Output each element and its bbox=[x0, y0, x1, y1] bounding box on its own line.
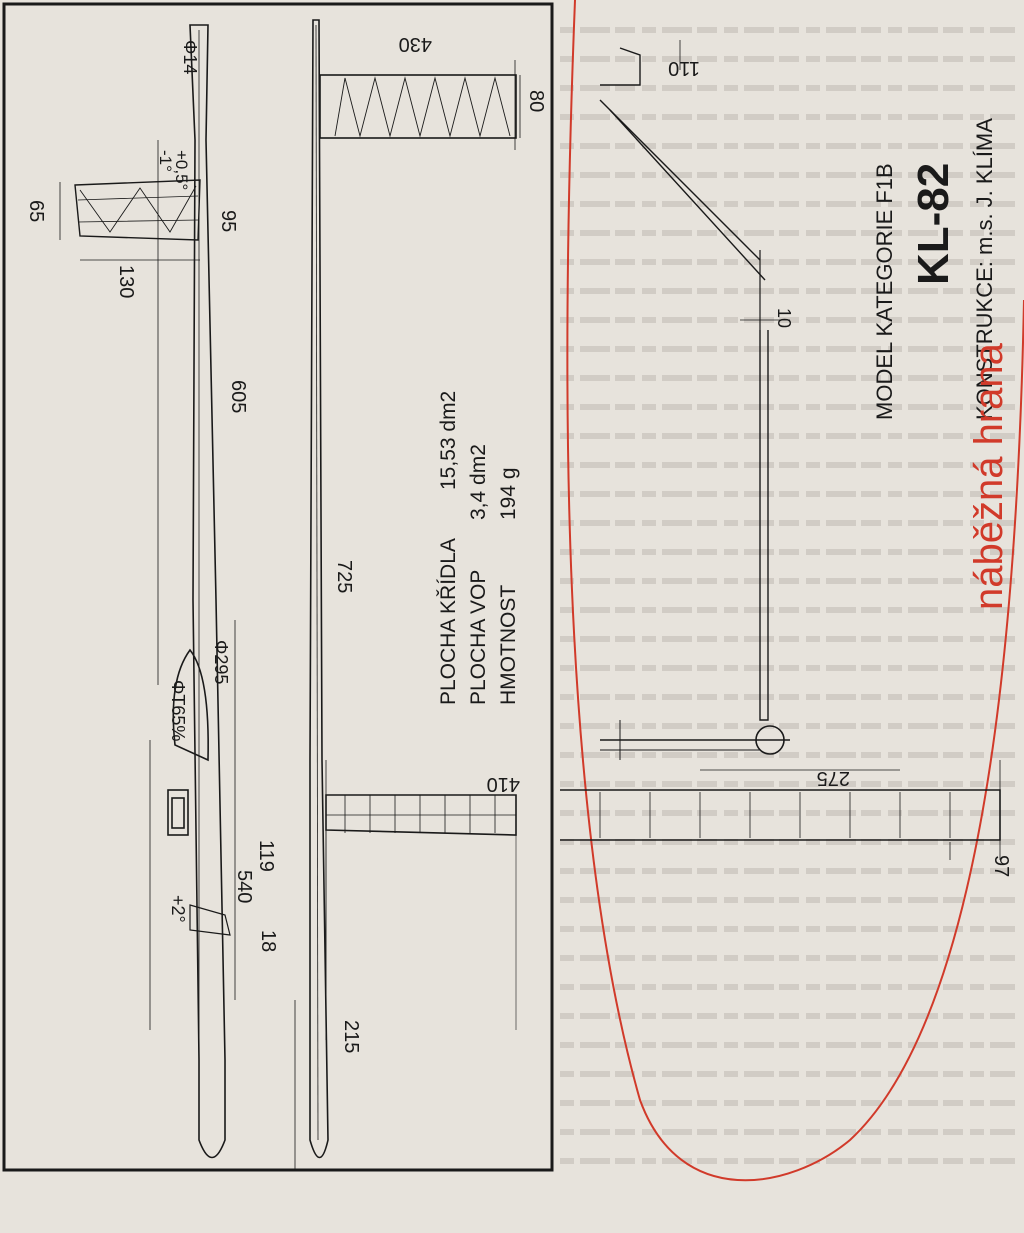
dim-plus05: +0,5° bbox=[172, 150, 191, 190]
dim-phi295: Φ295 bbox=[211, 640, 231, 684]
mass-label: HMOTNOST bbox=[497, 585, 520, 705]
dim-65: 65 bbox=[25, 200, 47, 222]
dim-95: 95 bbox=[217, 210, 239, 232]
specifications: PLOCHA KŘÍDLA 15,53 dm2 PLOCHA VOP 3,4 d… bbox=[437, 391, 520, 705]
dim-430: 430 bbox=[399, 33, 432, 55]
designer: KONSTRUKCE: m.s. J. KLÍMA bbox=[972, 118, 997, 420]
wing-area-label: PLOCHA KŘÍDLA bbox=[437, 538, 460, 705]
leading-edge-stamp: náběžná hrana bbox=[967, 342, 1011, 610]
dim-phiT65: ΦT65% bbox=[168, 680, 188, 741]
dim-119: 119 bbox=[255, 840, 277, 872]
dim-130: 130 bbox=[115, 265, 137, 298]
dim-215: 215 bbox=[340, 1020, 362, 1053]
drawing-frame bbox=[2, 2, 554, 1172]
wing-area-value: 15,53 dm2 bbox=[437, 391, 460, 490]
dim-80: 80 bbox=[525, 90, 547, 112]
model-category: MODEL KATEGORIE F1B bbox=[872, 163, 897, 420]
leading-edge-curve bbox=[566, 0, 1024, 1182]
dim-110: 110 bbox=[668, 57, 700, 79]
stab-area-value: 3,4 dm2 bbox=[467, 444, 490, 520]
dim-18: 18 bbox=[257, 930, 279, 952]
title-block: MODEL KATEGORIE F1B KL-82 KONSTRUKCE: m.… bbox=[872, 118, 1011, 610]
dim-275: 275 bbox=[817, 767, 850, 789]
stab-area-label: PLOCHA VOP bbox=[467, 570, 490, 705]
dim-phi14: Φ14 bbox=[180, 40, 200, 74]
dim-725: 725 bbox=[333, 560, 355, 593]
fuselage-top-view bbox=[294, 19, 521, 1170]
background-article-text bbox=[560, 27, 1015, 1164]
model-code: KL-82 bbox=[909, 163, 958, 285]
dim-540: 540 bbox=[233, 870, 255, 903]
dim-605: 605 bbox=[227, 380, 249, 413]
dim-97: 97 bbox=[990, 855, 1012, 877]
dim-minus1: -1° bbox=[156, 150, 175, 172]
mass-value: 194 g bbox=[497, 467, 520, 520]
dim-plus2: +2° bbox=[168, 895, 188, 923]
dim-10: 10 bbox=[774, 308, 794, 328]
rudder-and-wing-tip bbox=[560, 40, 1001, 860]
dim-410: 410 bbox=[487, 773, 520, 795]
fuselage-side-view bbox=[59, 24, 236, 1159]
